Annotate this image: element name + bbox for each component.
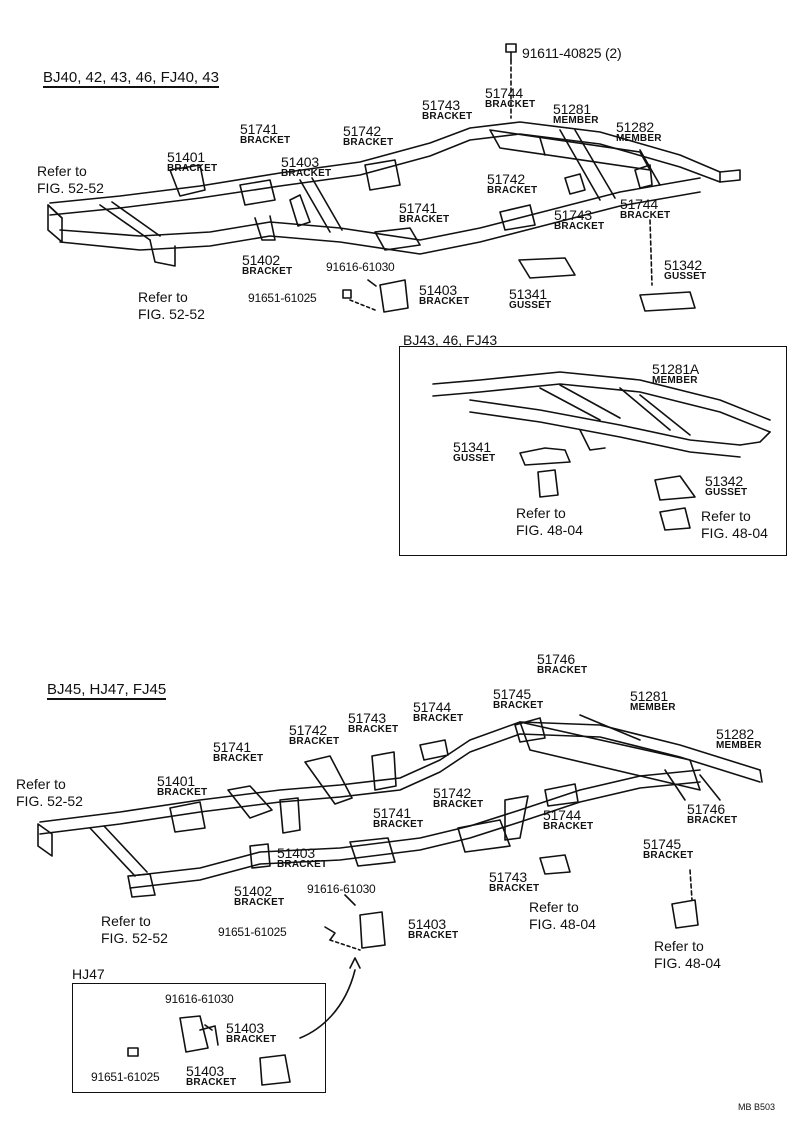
part-91616-61030-hj47: 91616-61030 [165, 992, 234, 1006]
variant-inset-box [399, 346, 787, 556]
top-frame-drawing [47, 43, 741, 313]
part-91651-61025-bottom: 91651-61025 [218, 925, 287, 939]
part-91616-61030-top: 91616-61030 [326, 260, 395, 274]
hj47-drawing [127, 1015, 291, 1086]
bottom-frame-drawing [37, 714, 763, 1039]
inset-models-header: BJ43, 46, FJ43 [403, 332, 498, 348]
part-91651-61025-hj47: 91651-61025 [91, 1070, 160, 1084]
part-91651-61025-top: 91651-61025 [248, 291, 317, 305]
part-91611-40825: 91611-40825 (2) [522, 45, 622, 61]
hj47-inset-box [72, 983, 326, 1093]
top-models-header: BJ40, 42, 43, 46, FJ40, 43 [43, 69, 219, 88]
hj47-header: HJ47 [72, 966, 105, 982]
diagram-code: MB B503 [738, 1102, 776, 1112]
inset-frame-drawing [432, 371, 771, 531]
part-91616-61030-bottom: 91616-61030 [307, 882, 376, 896]
bottom-models-header: BJ45, HJ47, FJ45 [47, 681, 167, 700]
